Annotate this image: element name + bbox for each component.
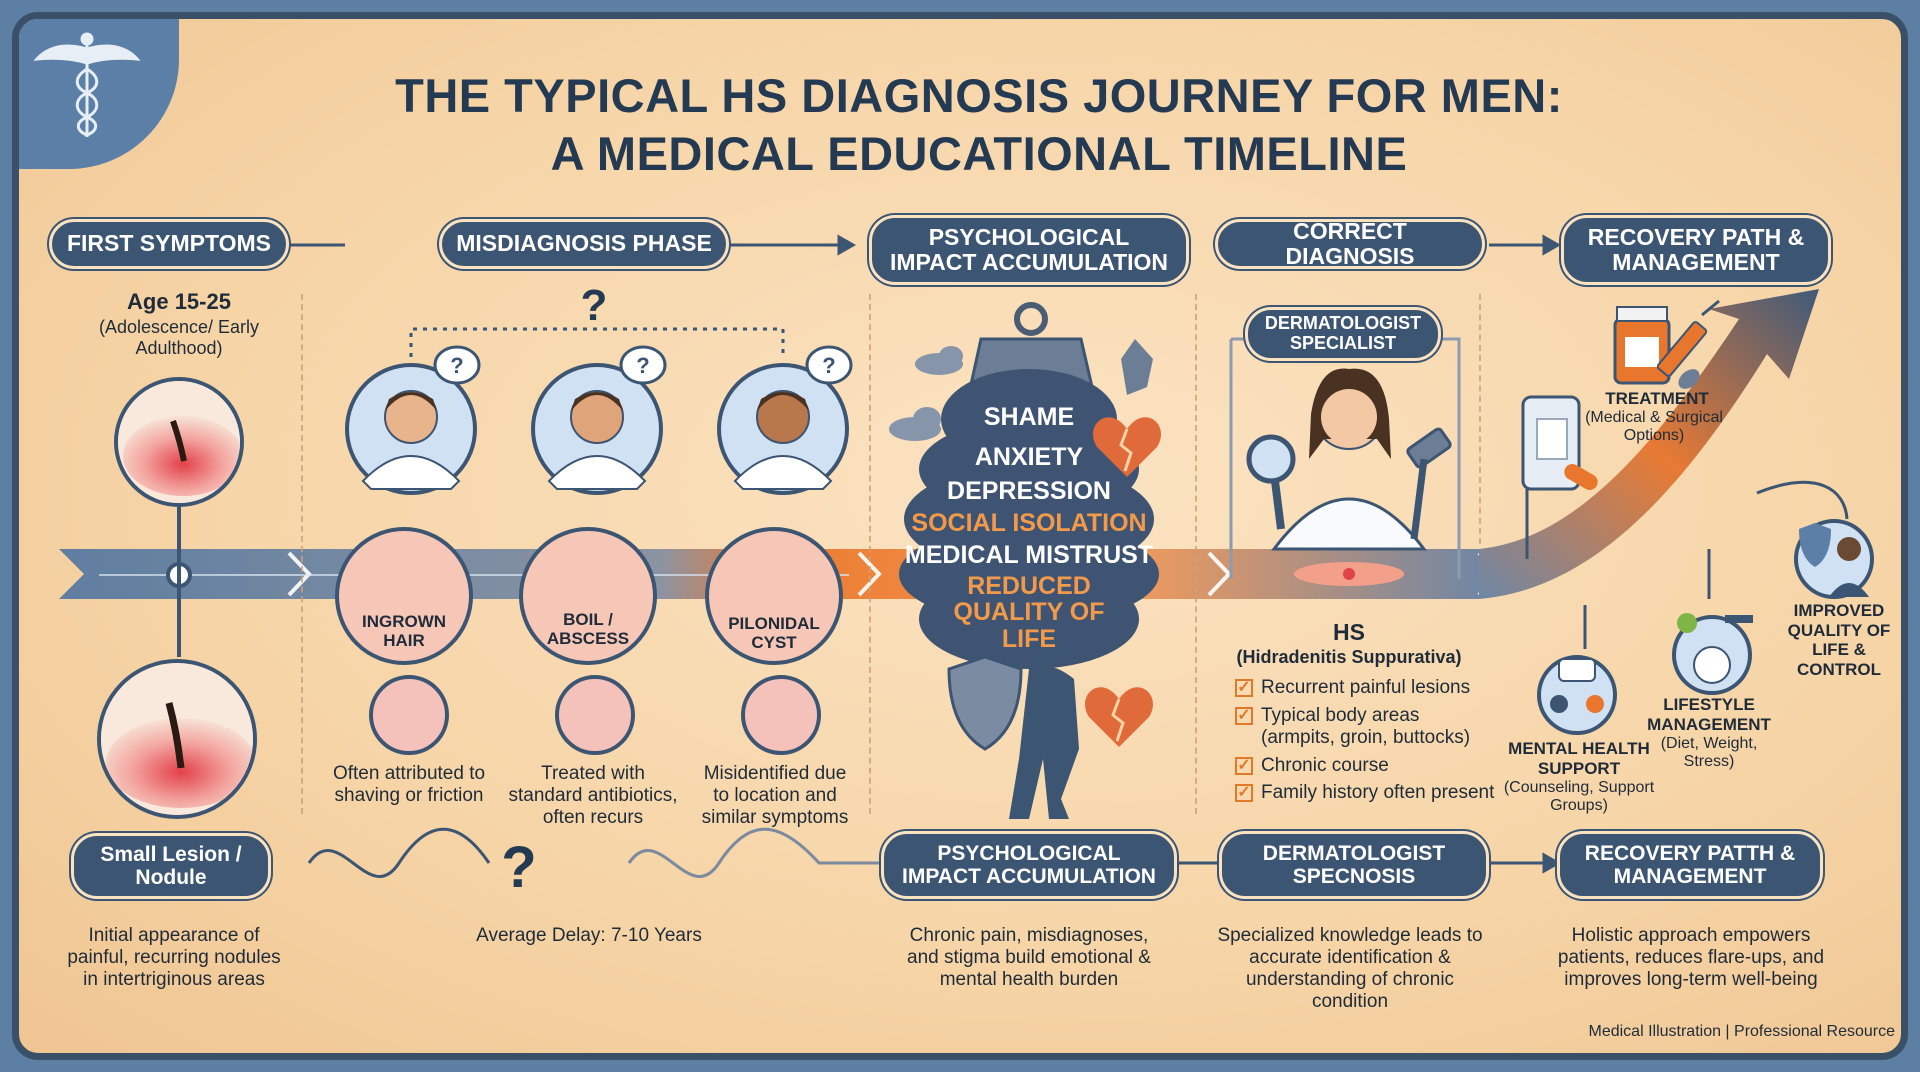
stage-recovery: RECOVERY PATH & MANAGEMENT <box>1561 215 1831 285</box>
title-line-1: THE TYPICAL HS DIAGNOSIS JOURNEY FOR MEN… <box>395 69 1563 122</box>
checklist-item: ✓Typical body areas (armpits, groin, but… <box>1235 705 1495 749</box>
pilonidal-note: Misidentified due to location and simila… <box>701 763 849 828</box>
magnifier-icon <box>1246 434 1296 530</box>
psych-impact-pill: PSYCHOLOGICAL IMPACT ACCUMULATION <box>881 831 1177 899</box>
hs-fullname: (Hidradenitis Suppurativa) <box>1236 647 1462 667</box>
age-note: (Adolescence/ Early Adulthood) <box>98 317 260 358</box>
svg-text:?: ? <box>450 353 463 378</box>
word-isolation: SOCIAL ISOLATION <box>911 509 1147 537</box>
cyst-closeup <box>741 675 821 755</box>
infographic-frame: ??? THE TYPICAL HS DIAGNOSIS JOURNEY FOR… <box>12 12 1908 1060</box>
treatment-note: (Medical & Surgical Options) <box>1585 409 1723 445</box>
ingrown-hair-label: INGROWN HAIR <box>361 612 447 650</box>
hammer-icon <box>1406 427 1452 540</box>
age-range: Age 15-25 <box>127 289 231 314</box>
syringe-icon <box>1656 299 1720 389</box>
small-lesion-text: Initial appearance of painful, recurring… <box>67 925 281 990</box>
mental-health-title: MENTAL HEALTH SUPPORT <box>1508 739 1650 778</box>
checklist-item: ✓Chronic course <box>1235 755 1495 777</box>
word-mistrust: MEDICAL MISTRUST <box>904 541 1154 569</box>
nodule-image <box>97 659 257 819</box>
distressed-man-icon <box>1009 630 1079 819</box>
psych-word-stack: SHAME ANXIETY DEPRESSION SOCIAL ISOLATIO… <box>899 403 1159 652</box>
improved-quality-label: IMPROVED QUALITY OF LIFE & CONTROL <box>1787 601 1891 679</box>
pill-bottle-icon <box>1521 306 1671 491</box>
recovery-pill: RECOVERY PATTH & MANAGEMENT <box>1557 831 1823 899</box>
bottom-connectors <box>307 827 1562 878</box>
mental-health-note: (Counseling, Support Groups) <box>1503 779 1655 815</box>
hs-heading: HS <box>1333 619 1365 645</box>
quality-icon <box>1794 519 1874 599</box>
boil-closeup <box>555 675 635 755</box>
treatment-title: TREATMENT <box>1605 389 1709 408</box>
question-mark: ? <box>580 281 608 330</box>
broken-heart-icon <box>1085 339 1161 747</box>
lifestyle-note: (Diet, Weight, Stress) <box>1660 735 1758 771</box>
dermatologist-specialist-badge: DERMATOLOGIST SPECIALIST <box>1245 307 1441 361</box>
stage-first-symptoms: FIRST SYMPTOMS <box>49 219 289 269</box>
pilonidal-label: PILONIDAL CYST <box>728 614 820 652</box>
word-shame: SHAME <box>983 403 1075 431</box>
dermatologist-pill: DERMATOLOGIST SPECNOSIS <box>1219 831 1489 899</box>
word-anxiety: ANXIETY <box>974 443 1084 471</box>
doctor-portrait-1: ? <box>345 345 481 495</box>
lifestyle-title: LIFESTYLE MANAGEMENT <box>1647 695 1771 734</box>
psych-cloud <box>899 369 1159 669</box>
doctor-portrait-2: ? <box>531 345 667 495</box>
check-icon: ✓ <box>1235 784 1253 803</box>
boil-label: BOIL / ABSCESS <box>546 610 630 648</box>
svg-text:?: ? <box>822 353 835 378</box>
footer-credit: Medical Illustration | Professional Reso… <box>1588 1023 1895 1040</box>
lifestyle-icon <box>1672 613 1753 695</box>
stage-correct-diagnosis: CORRECT DIAGNOSIS <box>1215 218 1485 269</box>
early-lesion-image <box>114 377 244 507</box>
psych-impact-text: Chronic pain, misdiagnoses, and stigma b… <box>907 925 1151 990</box>
recovery-arrow <box>1479 289 1819 599</box>
delay-question-mark: ? <box>501 835 537 900</box>
shield-icon <box>947 655 1023 751</box>
top-connectors <box>287 234 1562 256</box>
ingrown-closeup <box>369 675 449 755</box>
boil-note: Treated with standard antibiotics, often… <box>508 763 678 828</box>
small-clouds <box>889 346 963 441</box>
checklist-item: ✓Recurrent painful lesions <box>1235 677 1495 699</box>
mental-health-icon <box>1537 655 1617 735</box>
check-icon: ✓ <box>1235 756 1253 775</box>
checklist-item: ✓Family history often present <box>1235 782 1495 804</box>
small-lesion-pill: Small Lesion / Nodule <box>71 833 271 899</box>
stage-psychological-impact: PSYCHOLOGICAL IMPACT ACCUMULATION <box>869 215 1189 285</box>
dermatologist-icon <box>1270 368 1428 551</box>
dermatologist-text: Specialized knowledge leads to accurate … <box>1217 925 1483 1012</box>
caduceus-icon <box>33 32 141 137</box>
ingrown-hair-image: INGROWN HAIR <box>335 527 473 665</box>
word-reduced-quality: REDUCED QUALITY OF LIFE <box>953 572 1105 653</box>
average-delay-text: Average Delay: 7-10 Years <box>476 925 702 946</box>
check-icon: ✓ <box>1235 706 1253 725</box>
doctor-portrait-3: ? <box>717 345 853 495</box>
check-icon: ✓ <box>1235 679 1253 697</box>
ingrown-note: Often attributed to shaving or friction <box>332 763 486 806</box>
page-title: THE TYPICAL HS DIAGNOSIS JOURNEY FOR MEN… <box>199 67 1759 183</box>
svg-text:?: ? <box>636 353 649 378</box>
hs-checklist: ✓Recurrent painful lesions ✓Typical body… <box>1235 677 1495 810</box>
doctor-icon: ??? <box>345 345 853 495</box>
pilonidal-image: PILONIDAL CYST <box>705 527 843 665</box>
title-line-2: A MEDICAL EDUCATIONAL TIMELINE <box>550 127 1408 180</box>
boil-image: BOIL / ABSCESS <box>519 527 657 665</box>
stage-misdiagnosis: MISDIAGNOSIS PHASE <box>439 219 729 269</box>
word-depression: DEPRESSION <box>947 477 1111 505</box>
recovery-text: Holistic approach empowers patients, red… <box>1557 925 1825 990</box>
